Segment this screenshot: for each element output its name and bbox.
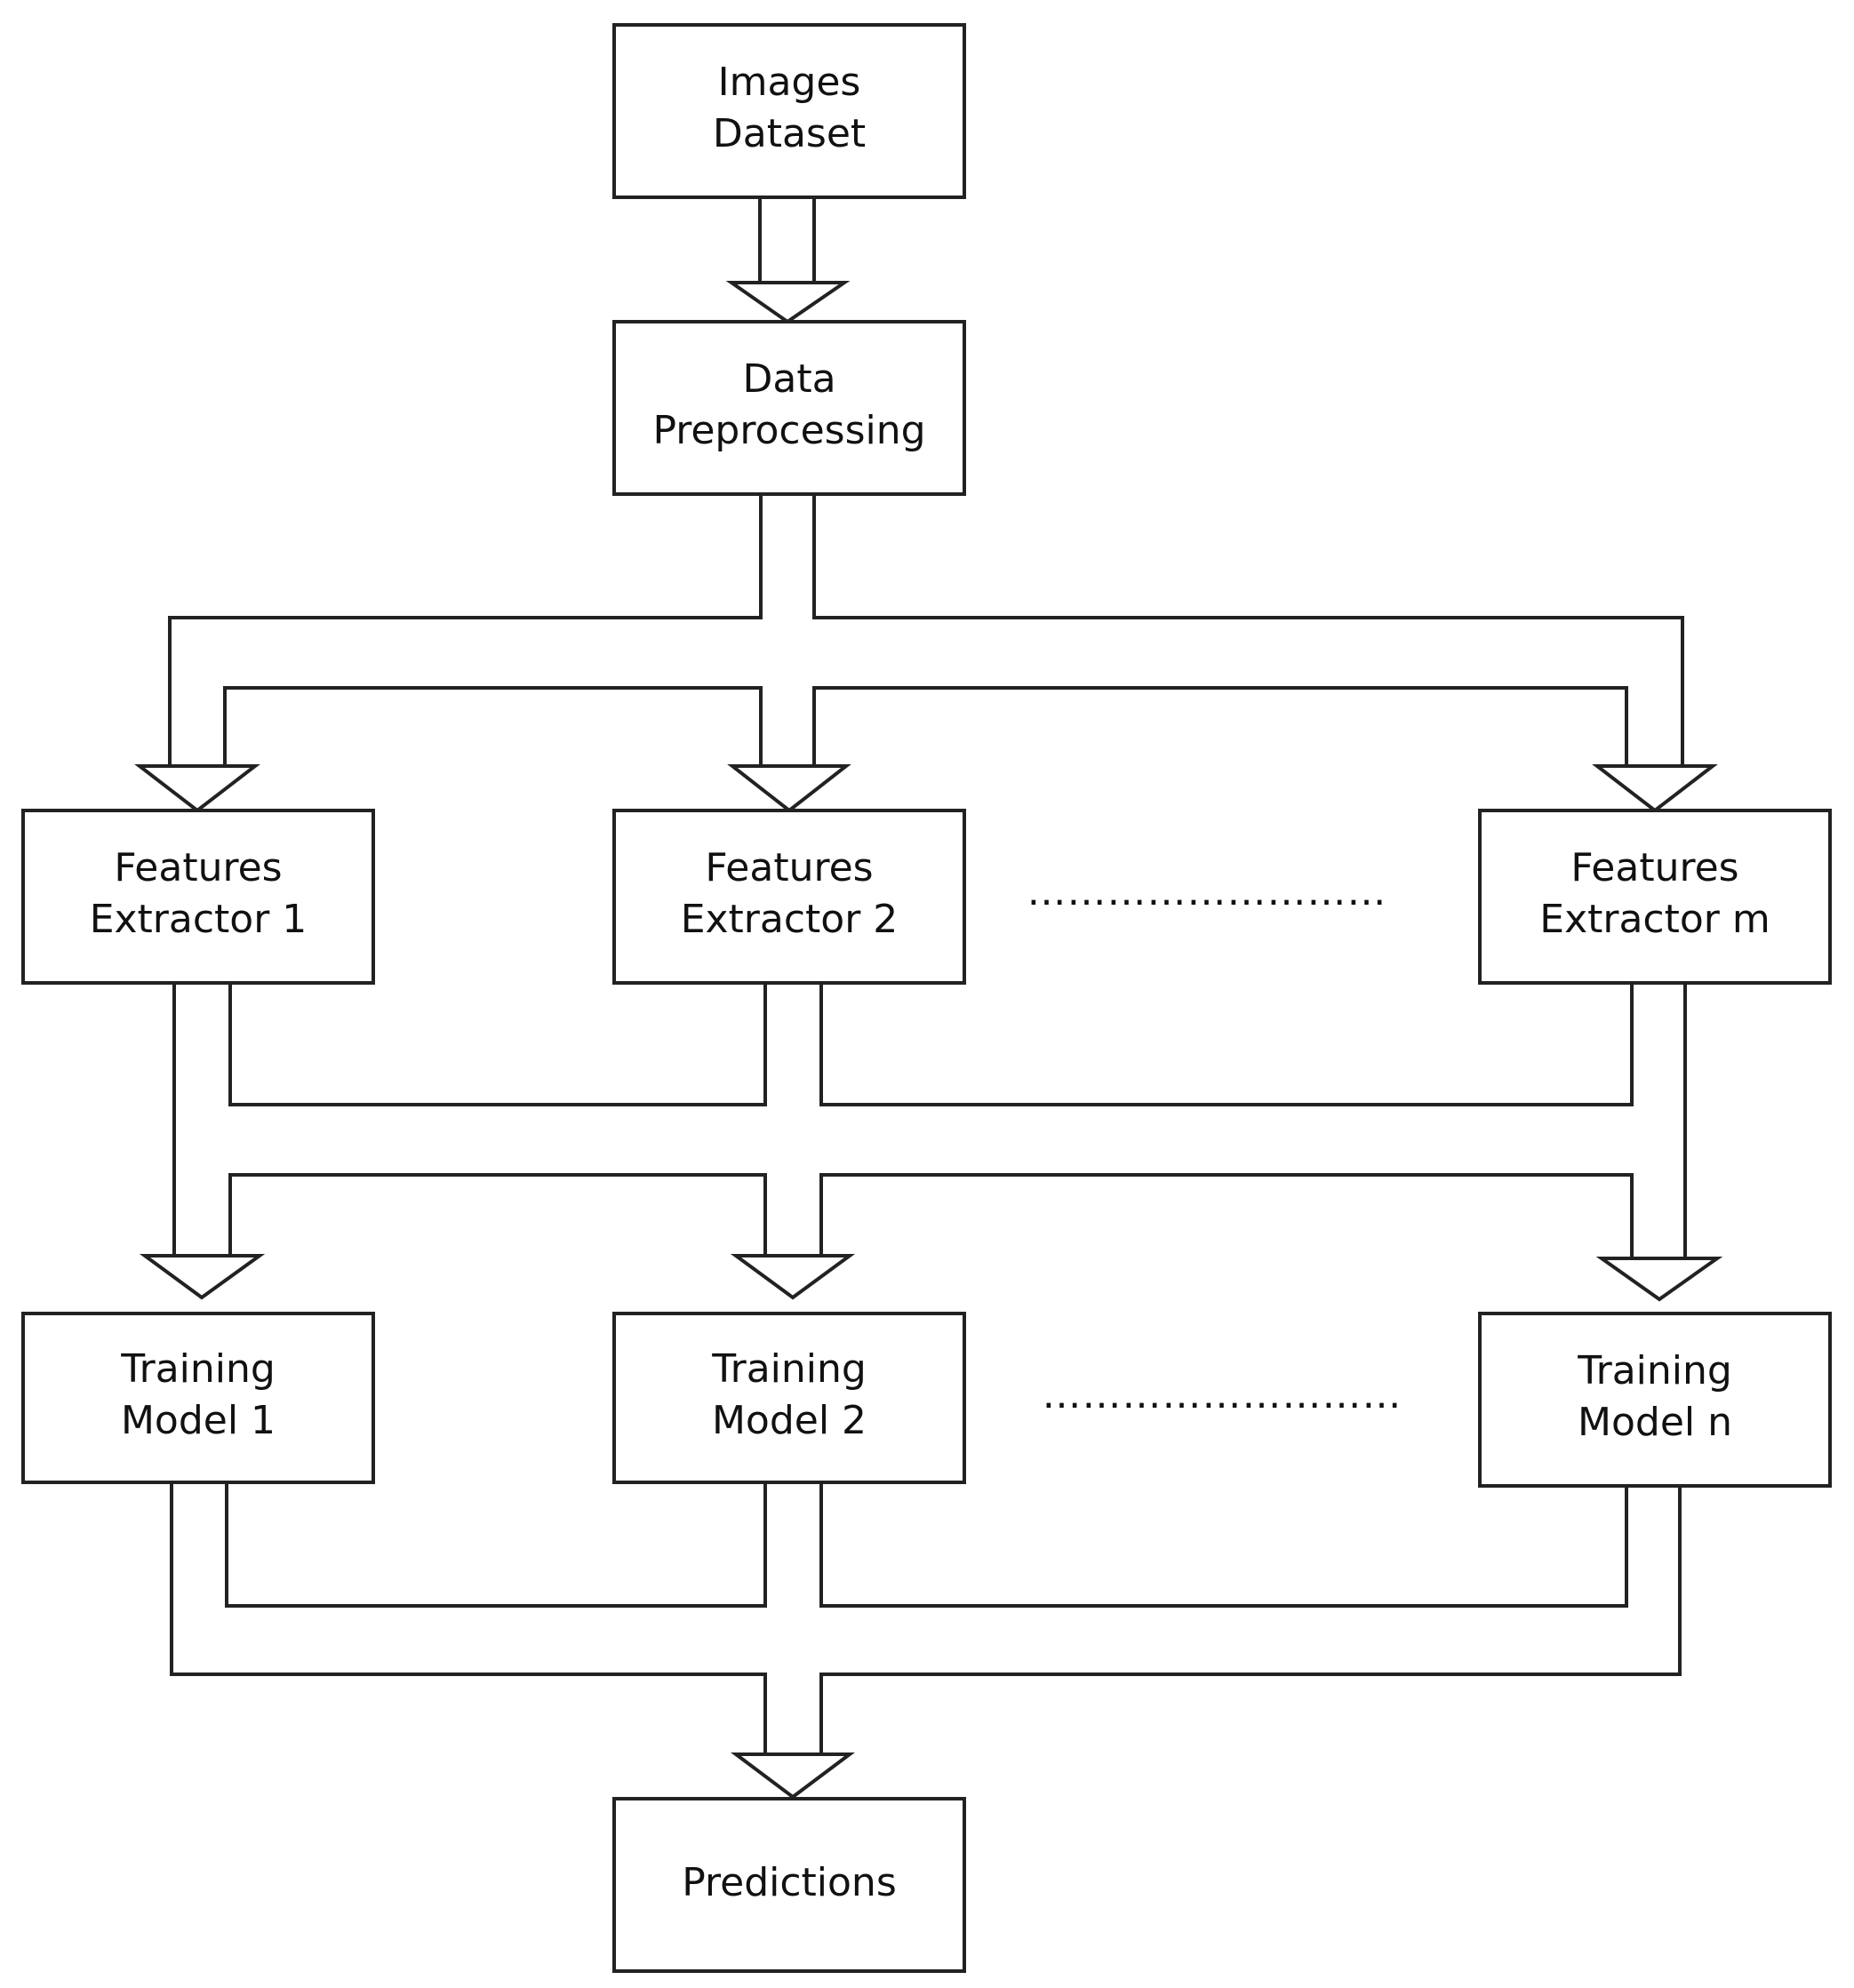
arrowhead-down-predictions [731,1752,855,1800]
node-label-line2: Model 1 [121,1398,276,1443]
connector-dataset-to-preprocessing [758,197,816,286]
node-features-extractor-1: Features Extractor 1 [21,809,375,985]
node-box [612,1312,966,1484]
arrowheads [134,281,1723,1800]
node-box [1478,809,1832,985]
node-label-line1: Features [1570,845,1738,890]
models-ellipsis: ……………………… [1043,1372,1402,1417]
node-label-line1: Features [114,845,282,890]
node-training-model-2: Training Model 2 [612,1312,966,1484]
node-label-line2: Extractor m [1539,897,1770,942]
node-label-line1: Features [705,845,873,890]
arrowhead-down-extractor-m [1592,764,1718,813]
node-label-line1: Data [742,356,835,402]
node-box [21,809,375,985]
connectors [168,197,1687,1758]
arrowhead-down-model-2 [730,1254,856,1300]
arrowhead-down-extractor-1 [134,764,260,813]
arrowhead-down-preprocessing [725,281,851,324]
node-predictions: Predictions [612,1797,966,1973]
node-features-extractor-2: Features Extractor 2 [612,809,966,985]
node-label-line2: Extractor 1 [90,897,308,942]
node-box [612,809,966,985]
node-label-line1: Training [120,1346,276,1392]
node-label-line2: Dataset [713,111,866,156]
connector-models-inner-merge [225,1481,1628,1608]
node-box [21,1312,375,1484]
node-training-model-1: Training Model 1 [21,1312,375,1484]
node-box [612,320,966,496]
node-images-dataset: Images Dataset [612,23,966,199]
node-label-line2: Model n [1578,1400,1732,1445]
connector-extractors-inner-merge [228,981,1634,1106]
node-box [612,23,966,199]
node-training-model-n: Training Model n [1478,1312,1832,1488]
arrowhead-down-model-n [1595,1257,1723,1302]
arrowhead-down-extractor-2 [727,764,851,813]
node-features-extractor-m: Features Extractor m [1478,809,1832,985]
connector-extractors-outer-merge [172,981,1687,1262]
extractors-ellipsis: ……………………… [1027,869,1387,914]
node-label-line2: Model 2 [712,1398,867,1443]
node-label: Predictions [682,1860,897,1905]
connector-preprocessing-inner-split [223,686,1628,770]
connector-preprocessing-outer-split [168,493,1684,770]
node-label-line1: Training [711,1346,867,1392]
node-data-preprocessing: Data Preprocessing [612,320,966,496]
connector-models-outer-merge [170,1481,1682,1758]
node-box [612,1797,966,1973]
connector-models-inner-split [228,1173,1634,1262]
node-box [1478,1312,1832,1488]
arrowhead-down-model-1 [139,1254,266,1300]
node-label-line2: Extractor 2 [681,897,899,942]
node-label-line1: Training [1577,1348,1732,1393]
node-label-line1: Images [718,60,861,105]
node-label-line2: Preprocessing [652,408,925,453]
